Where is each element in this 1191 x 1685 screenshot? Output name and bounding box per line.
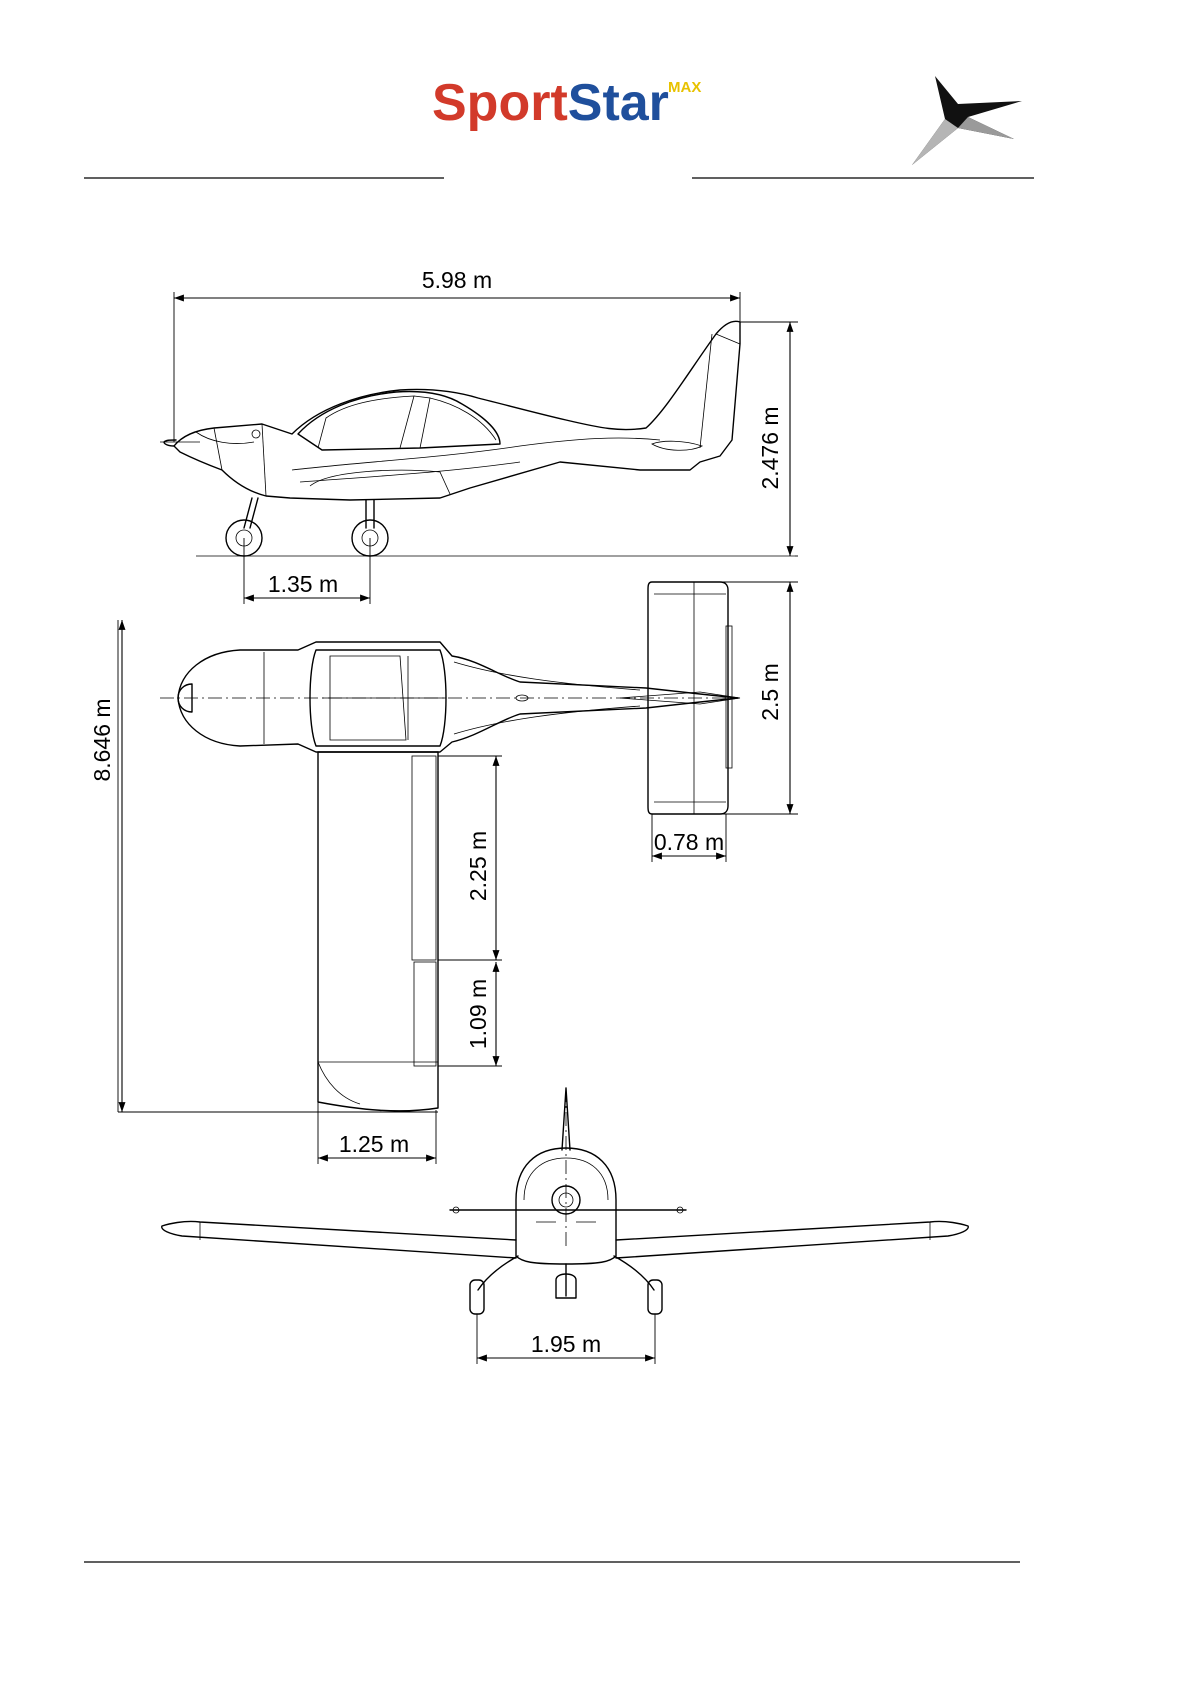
brand-logo: SportStar <box>432 74 669 132</box>
logo-star: Star <box>568 74 669 132</box>
dim-aileron-span: 1.09 m <box>465 979 491 1049</box>
logo-max: MAX <box>668 79 701 96</box>
header: SportStar MAX <box>84 74 1034 178</box>
dim-tailplane-chord: 0.78 m <box>654 829 724 855</box>
dim-flap-span: 2.25 m <box>465 831 491 901</box>
dim-tailplane-span: 2.5 m <box>757 663 783 721</box>
star-emblem-icon <box>912 76 1022 165</box>
dim-wing-chord: 1.25 m <box>339 1131 409 1157</box>
dim-overall-length: 5.98 m <box>422 267 492 293</box>
dim-wheelbase: 1.35 m <box>268 571 338 597</box>
top-view: 8.646 m 2.5 m 0.78 m 2.25 m 1.09 m 1.25 … <box>89 582 798 1164</box>
dim-height: 2.476 m <box>757 406 783 489</box>
dim-wingspan: 8.646 m <box>89 698 115 781</box>
dim-main-gear-track: 1.95 m <box>531 1331 601 1357</box>
side-view: 5.98 m 2.476 m 1.35 m <box>160 267 798 604</box>
front-view: 1.95 m <box>162 1088 969 1364</box>
logo-sport: Sport <box>432 74 568 132</box>
